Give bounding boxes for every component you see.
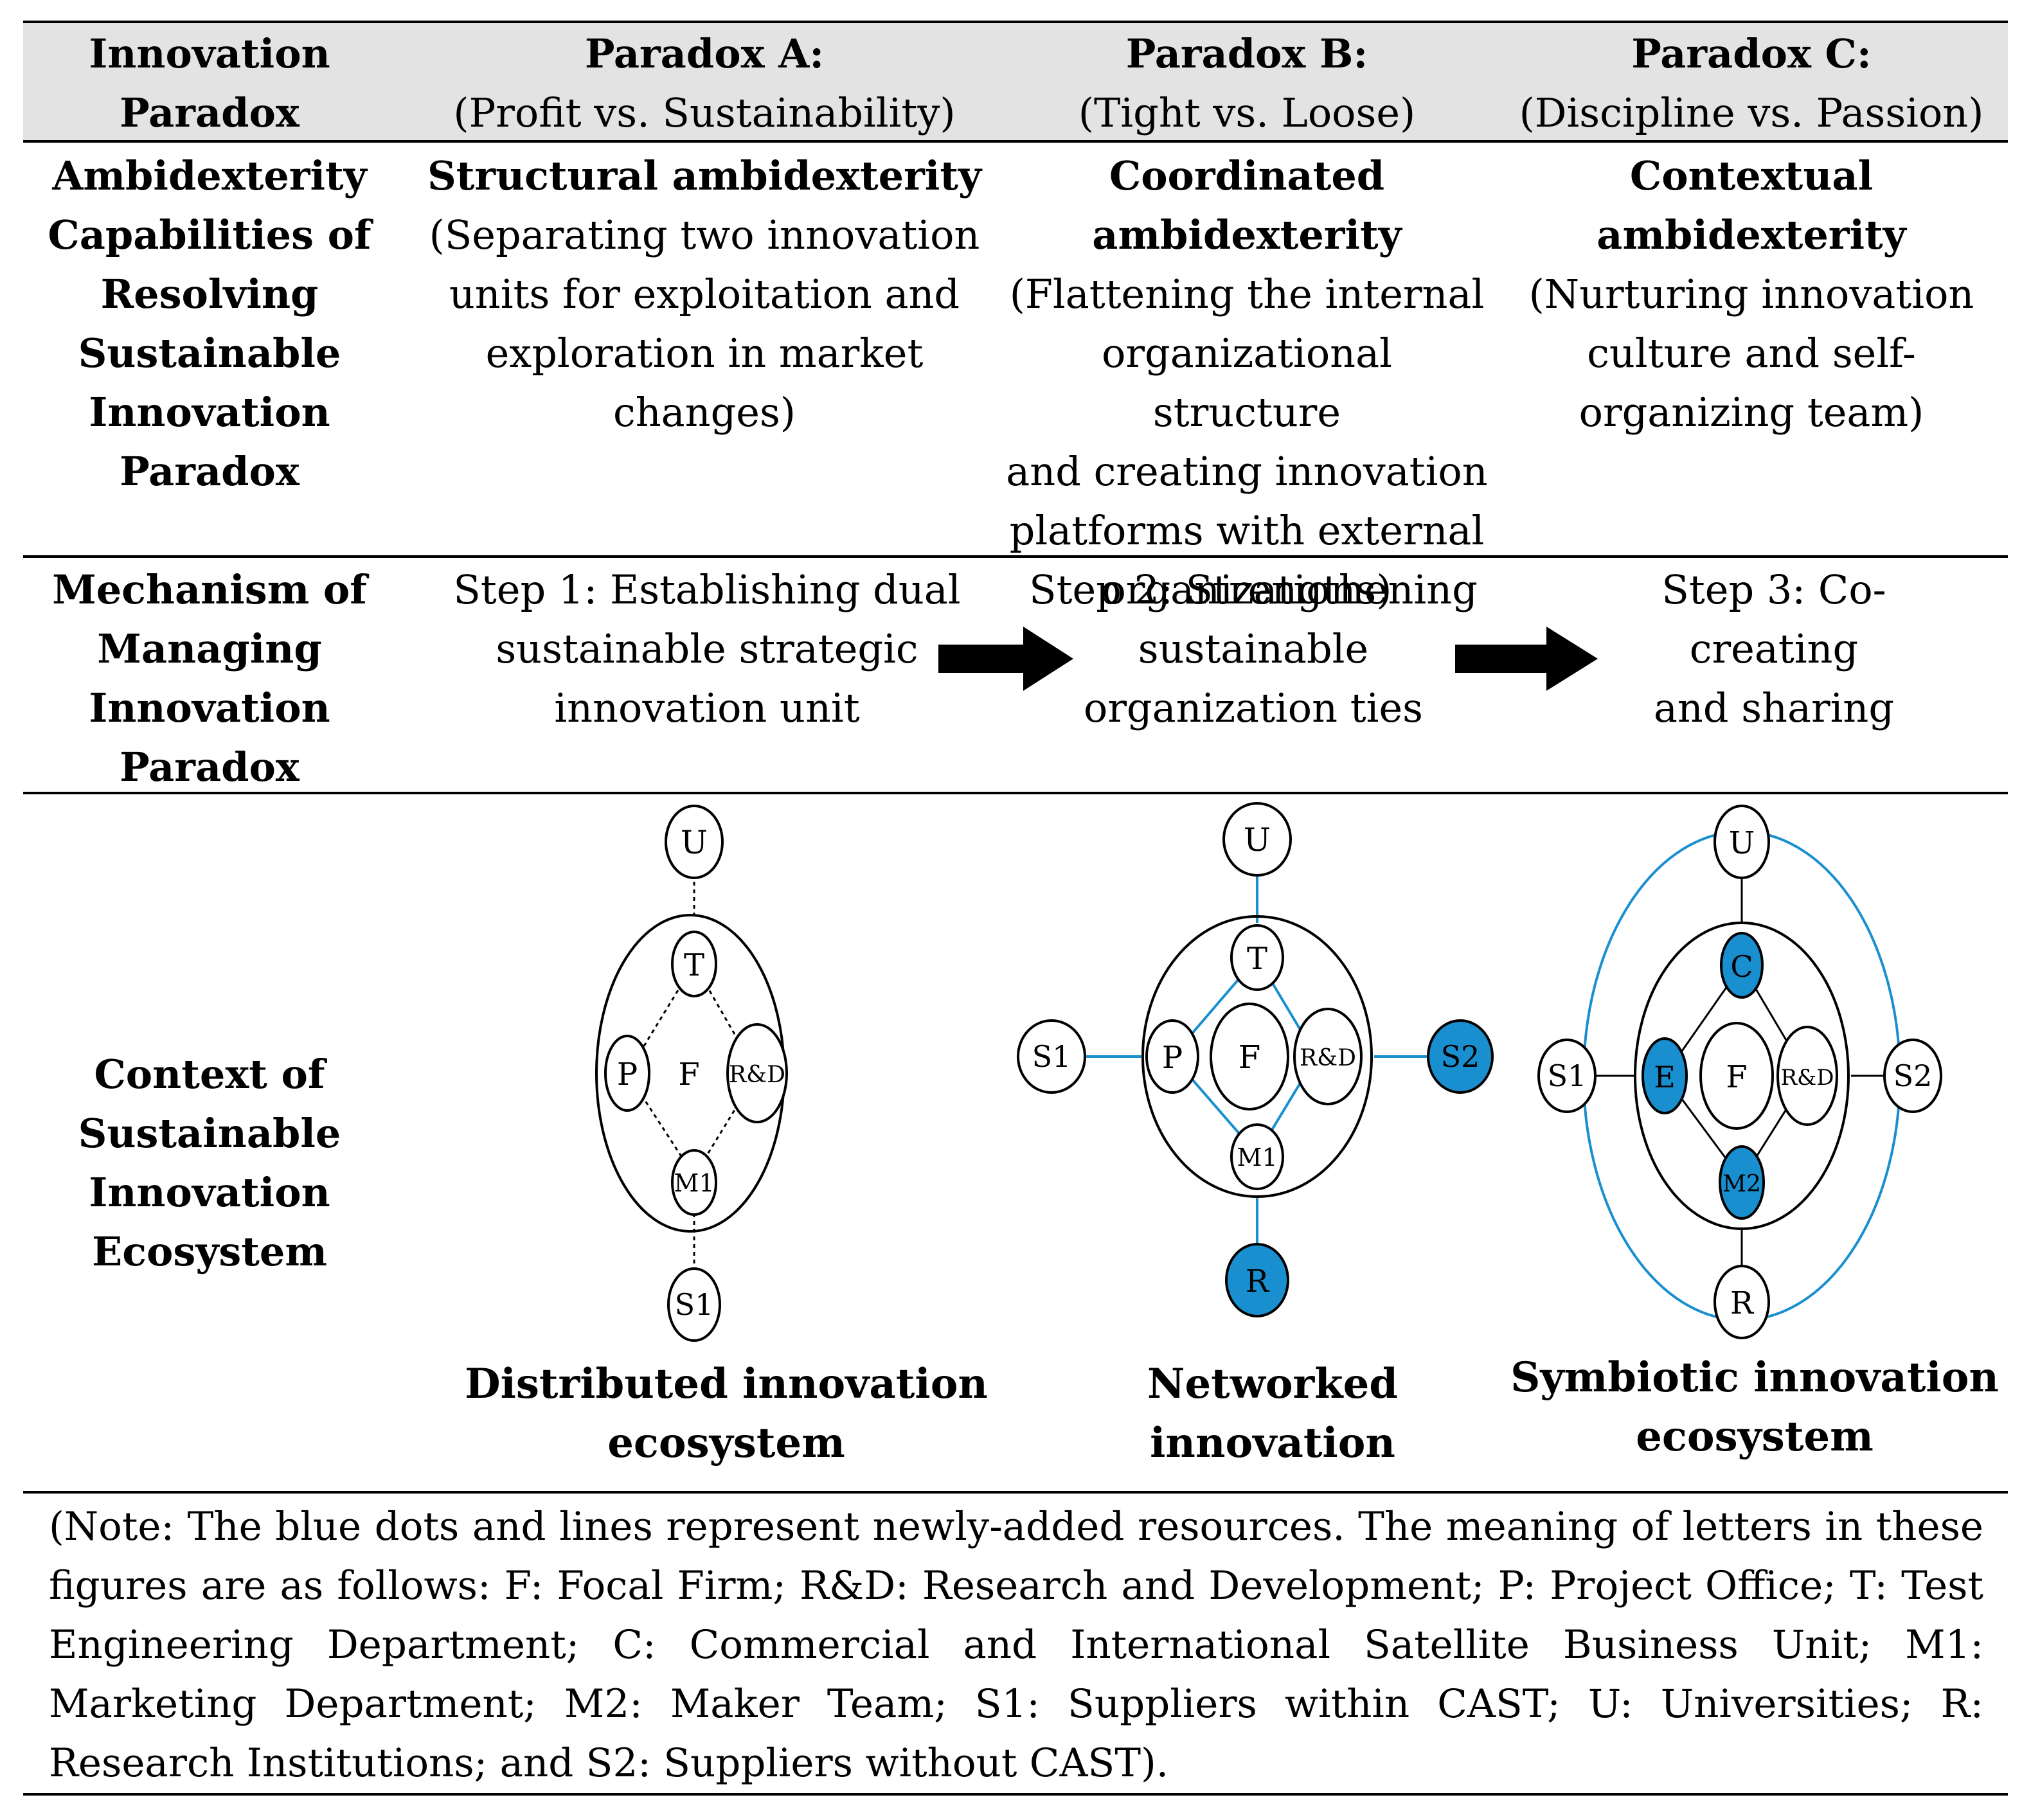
- header-paradox-c: Paradox C:(Discipline vs. Passion): [1519, 30, 1984, 136]
- node-u: U: [665, 805, 724, 879]
- svg-text:R: R: [1246, 1263, 1270, 1299]
- svg-text:U: U: [1729, 825, 1755, 861]
- caption-symbiotic: Symbiotic innovation ecosystem: [1510, 1353, 1999, 1461]
- svg-text:S1: S1: [1032, 1039, 1071, 1074]
- step-2-cell: Step 2: Strengthening sustainable organi…: [1029, 566, 1478, 731]
- node-e: E: [1642, 1037, 1688, 1114]
- svg-text:S2: S2: [1441, 1039, 1480, 1074]
- svg-text:T: T: [684, 947, 704, 983]
- svg-text:S1: S1: [675, 1287, 714, 1322]
- node-c: C: [1720, 932, 1764, 999]
- node-p: P: [1145, 1019, 1199, 1094]
- header-paradox-a: Paradox A:(Profit vs. Sustainability): [453, 30, 956, 136]
- node-rnd: R&D: [1293, 1008, 1363, 1105]
- node-f: F: [1210, 1003, 1289, 1111]
- node-f: F: [1699, 1022, 1774, 1130]
- node-u: U: [1222, 802, 1292, 877]
- header-row-background: [23, 22, 2008, 141]
- row-divider: [23, 792, 2008, 794]
- node-m1: M1: [671, 1149, 717, 1216]
- svg-text:R&D: R&D: [729, 1062, 785, 1088]
- step-1-cell: Step 1: Establishing dual sustainable st…: [453, 566, 961, 731]
- row-label-context: Context of Sustainable Innovation Ecosys…: [78, 1051, 341, 1275]
- svg-text:E: E: [1654, 1060, 1676, 1094]
- node-rnd: R&D: [1776, 1026, 1838, 1126]
- symbiotic-ecosystem-diagram: U C E F R&D M2 S1 S2 R: [1537, 805, 1942, 1339]
- svg-text:R&D: R&D: [1780, 1065, 1834, 1091]
- svg-text:S2: S2: [1893, 1058, 1933, 1093]
- node-m2: M2: [1719, 1145, 1765, 1220]
- row-divider: [23, 1491, 2008, 1494]
- row-divider: [23, 555, 2008, 558]
- svg-text:M1: M1: [674, 1169, 714, 1197]
- contextual-ambidexterity-cell: Contextual ambidexterity (Nurturing inno…: [1528, 152, 1974, 436]
- node-rnd: R&D: [726, 1023, 788, 1123]
- svg-text:R&D: R&D: [1300, 1045, 1356, 1071]
- svg-text:M1: M1: [1237, 1143, 1277, 1172]
- svg-text:C: C: [1730, 949, 1753, 984]
- svg-text:F: F: [1726, 1059, 1747, 1095]
- node-t: T: [1230, 924, 1284, 991]
- header-paradox-b: Paradox B:(Tight vs. Loose): [1078, 30, 1416, 136]
- svg-text:F: F: [678, 1057, 699, 1093]
- svg-text:R: R: [1730, 1285, 1755, 1321]
- coordinated-ambidexterity-cell: Coordinated ambidexterity (Flattening th…: [1006, 152, 1488, 613]
- row-label-mechanism: Mechanism of Managing Innovation Paradox: [52, 566, 367, 790]
- table-bottom-rule: [23, 1793, 2008, 1796]
- right-arrow-icon: [938, 627, 1073, 691]
- caption-networked: Networked innovation: [1147, 1360, 1399, 1467]
- svg-text:U: U: [681, 824, 708, 861]
- svg-text:P: P: [617, 1057, 638, 1093]
- header-bottom-rule: [23, 140, 2008, 143]
- node-s1: S1: [667, 1267, 721, 1342]
- svg-text:U: U: [1244, 821, 1271, 859]
- node-m1: M1: [1230, 1123, 1284, 1190]
- node-t: T: [671, 931, 717, 997]
- table-note: (Note: The blue dots and lines represent…: [49, 1504, 1983, 1786]
- svg-text:F: F: [1239, 1039, 1261, 1076]
- svg-text:P: P: [1162, 1040, 1183, 1076]
- node-s2: S2: [1427, 1019, 1494, 1094]
- row-label-ambidexterity: Ambidexterity Capabilities of Resolving …: [48, 152, 371, 495]
- node-u: U: [1713, 805, 1770, 879]
- node-s2: S2: [1883, 1039, 1942, 1113]
- node-r: R: [1225, 1243, 1289, 1317]
- step-3-cell: Step 3: Co-creating and sharing: [1653, 566, 1895, 731]
- table-top-rule: [23, 21, 2008, 23]
- node-r: R: [1713, 1265, 1770, 1339]
- structural-ambidexterity-cell: Structural ambidexterity (Separating two…: [427, 152, 981, 436]
- networked-innovation-diagram: U T P F R&D M1 S1 S2 R: [1017, 802, 1494, 1317]
- svg-text:T: T: [1247, 941, 1267, 977]
- right-arrow-icon: [1455, 627, 1598, 691]
- svg-text:M2: M2: [1722, 1171, 1761, 1197]
- node-s1: S1: [1017, 1019, 1086, 1094]
- svg-text:S1: S1: [1548, 1058, 1587, 1093]
- node-p: P: [604, 1035, 650, 1112]
- node-f: F: [678, 1057, 699, 1093]
- caption-distributed: Distributed innovation ecosystem: [465, 1360, 988, 1467]
- distributed-ecosystem-diagram: U T P F R&D M1 S1: [595, 805, 788, 1342]
- node-s1: S1: [1537, 1039, 1597, 1113]
